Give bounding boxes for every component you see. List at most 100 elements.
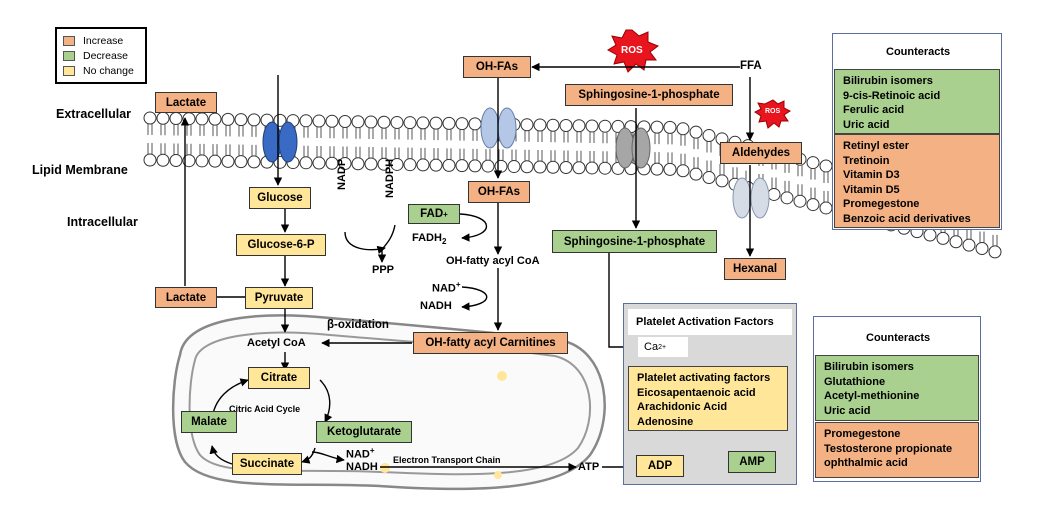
lipid-head <box>819 201 833 215</box>
counteracts-bottom-decrease-list: Bilirubin isomers Glutathione Acetyl-met… <box>815 355 979 421</box>
counteract-item: Acetyl-methionine <box>824 390 920 402</box>
counteract-item: Vitamin D3 <box>843 169 900 181</box>
lipid-head <box>806 156 820 170</box>
lipid-head <box>429 116 443 130</box>
lipid-head <box>182 154 196 168</box>
counteracts-top-title: Counteracts <box>886 42 986 62</box>
counteracts-bottom-title: Counteracts <box>866 328 966 348</box>
lipid-head <box>676 164 690 178</box>
counteract-item: Glutathione <box>824 375 886 388</box>
lipid-membrane-label: Lipid Membrane <box>32 163 128 177</box>
lipid-head <box>702 171 716 185</box>
lipid-head <box>273 113 287 127</box>
nad-bottom-label: NAD+ <box>346 446 375 461</box>
atp-label: ATP <box>578 461 600 473</box>
lipid-head <box>442 116 456 130</box>
ros-burst-small-icon <box>754 99 791 129</box>
lipid-head <box>572 119 586 133</box>
lipid-head <box>351 157 365 171</box>
lipid-head <box>364 115 378 129</box>
lipid-head <box>247 155 261 169</box>
lipid-head <box>598 119 612 133</box>
citric-acid-cycle-label: Citric Acid Cycle <box>229 404 301 414</box>
counteract-item: Bilirubin isomers <box>824 361 914 373</box>
lipid-head <box>195 112 209 126</box>
no-change-swatch-icon <box>63 65 75 76</box>
lipid-head <box>494 159 508 173</box>
lipid-head <box>520 160 534 174</box>
lipid-head <box>221 112 235 126</box>
counteract-item: Uric acid <box>843 118 890 131</box>
lipid-head <box>962 238 976 252</box>
lipid-head <box>312 114 326 128</box>
lipid-head <box>208 112 222 126</box>
lipid-head <box>520 118 534 132</box>
lipid-head <box>468 159 482 173</box>
lipid-head <box>156 153 170 167</box>
ros-burst-icon <box>607 29 660 73</box>
legend-no-change: No change <box>63 63 145 78</box>
lipid-head <box>403 158 417 172</box>
counteract-item: ophthalmic acid <box>824 457 908 469</box>
lipid-head <box>819 159 833 173</box>
lipid-head <box>455 117 469 131</box>
aldehydes-node: Aldehydes <box>720 142 802 164</box>
nad-top-label: NAD+ <box>432 280 461 295</box>
malate-node: Malate <box>181 411 237 433</box>
lipid-head <box>416 116 430 130</box>
increase-swatch-icon <box>63 35 75 46</box>
lipid-head <box>377 157 391 171</box>
decrease-swatch-icon <box>63 50 75 61</box>
legend-decrease: Decrease <box>63 48 145 63</box>
lipid-head <box>312 156 326 170</box>
ffa-label: FFA <box>740 60 762 72</box>
lipid-head <box>429 158 443 172</box>
lipid-head <box>767 187 781 201</box>
lipid-head <box>676 122 690 136</box>
counteract-item: Testosterone propionate <box>824 442 953 455</box>
lipid-head <box>806 198 820 212</box>
legend-increase: Increase <box>63 33 145 48</box>
lipid-head <box>546 160 560 174</box>
counteract-item: Ferulic acid <box>843 104 905 116</box>
lipid-head <box>715 174 729 188</box>
s1p-extracellular-node: Sphingosine-1-phosphate <box>565 84 733 106</box>
aldehyde-transporter <box>732 177 770 219</box>
lipid-head <box>195 154 209 168</box>
hexanal-node: Hexanal <box>724 258 786 280</box>
intracellular-label: Intracellular <box>67 215 138 229</box>
adp-node: ADP <box>636 455 684 477</box>
succinate-node: Succinate <box>232 453 302 475</box>
lipid-head <box>299 156 313 170</box>
lipid-head <box>663 162 677 176</box>
lipid-head <box>325 156 339 170</box>
lipid-head <box>390 157 404 171</box>
pathway-arrows <box>180 62 755 472</box>
lipid-head <box>650 120 664 134</box>
counteract-item: Bilirubin isomers <box>843 75 933 87</box>
lipid-head <box>546 118 560 132</box>
lipid-head <box>143 111 157 125</box>
beta-oxidation-label: β-oxidation <box>327 319 389 331</box>
oh-fatty-acyl-carnitines-node: OH-fatty acyl Carnitines <box>413 332 568 354</box>
lipid-head <box>650 162 664 176</box>
counteract-item: Retinyl ester <box>843 140 910 152</box>
counteracts-top-increase-list: Retinyl ester Tretinoin Vitamin D3 Vitam… <box>834 134 1000 228</box>
platelet-factor-list: Platelet activating factors Eicosapentae… <box>628 366 788 431</box>
lipid-head <box>234 155 248 169</box>
lipid-head <box>702 129 716 143</box>
counteract-item: 9-cis-Retinoic acid <box>843 89 941 102</box>
lipid-head <box>143 153 157 167</box>
counteract-item: Vitamin D5 <box>843 183 900 196</box>
lipid-head <box>923 228 937 242</box>
ros-counter-top-label: ROS <box>848 45 862 51</box>
lipid-head <box>416 158 430 172</box>
ohfa-transporter <box>480 107 517 149</box>
lipid-head <box>481 159 495 173</box>
lipid-head <box>221 154 235 168</box>
legend: Increase Decrease No change <box>55 27 147 84</box>
counteract-item: Promegestone <box>843 198 920 210</box>
lactate-extracellular-node: Lactate <box>155 92 217 113</box>
